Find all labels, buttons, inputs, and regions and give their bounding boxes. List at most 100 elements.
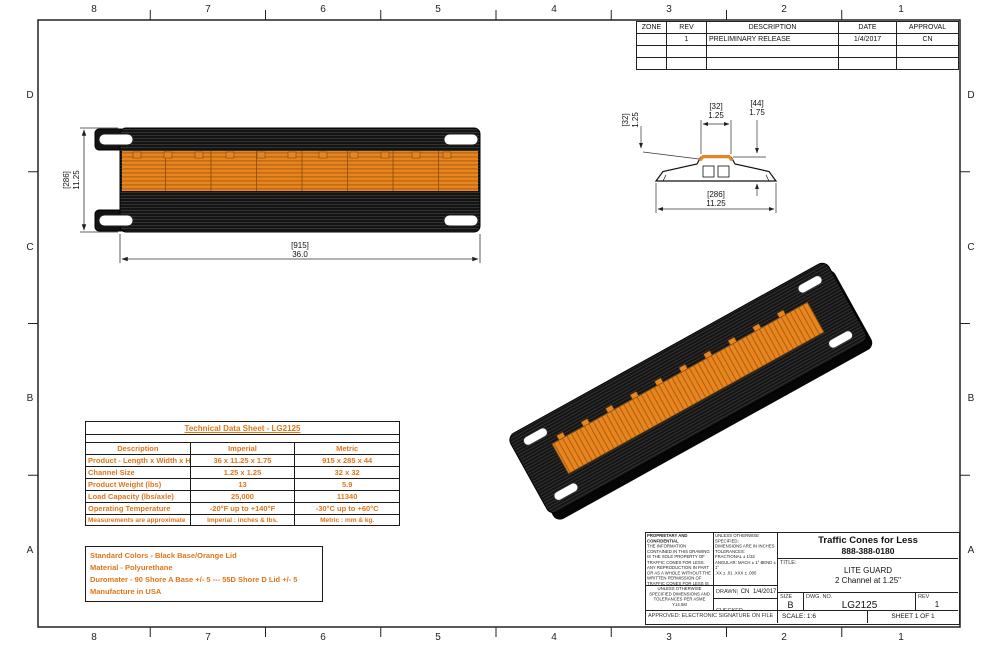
zone-label-right: C: [967, 242, 975, 253]
table-row: Load Capacity (lbs/axle) 25,000 11340: [85, 490, 400, 503]
table-row: Product - Length x Width x Height 36 x 1…: [85, 454, 400, 467]
zone-label-top: 4: [551, 4, 557, 15]
zone-label-right: D: [967, 90, 975, 101]
zone-label-bottom: 3: [666, 632, 672, 643]
zone-label-left: B: [26, 393, 34, 404]
zone-label-top: 3: [666, 4, 672, 15]
checked-label: CHECKED: [716, 607, 743, 611]
rev-header-approval: APPROVAL: [896, 21, 959, 34]
end-view-profile: [654, 156, 778, 182]
end-view-lid: [698, 155, 734, 162]
tech-header-metric: Metric: [294, 442, 400, 455]
drawing-title-line1: LITE GUARD: [843, 566, 892, 576]
rev-empty-row: [636, 57, 959, 70]
proprietary-body: THE INFORMATION CONTAINED IN THIS DRAWIN…: [647, 544, 711, 586]
standards-note-cell: UNLESS OTHERWISE SPECIFIED DIMENSIONS AN…: [646, 586, 714, 611]
drawn-row: DRAWN CN 1/4/2017: [714, 586, 778, 599]
signature-note-cell: APPROVED: ELECTRONIC SIGNATURE ON FILE: [646, 611, 778, 623]
top-view-dimensions: [80, 127, 481, 263]
end-view-detail-lines: [662, 174, 770, 182]
iso-connector-slots: [523, 275, 853, 501]
iso-hinge-tabs: [556, 309, 786, 441]
sheet-value: SHEET 1 OF 1: [891, 613, 935, 620]
rev-cell: REV 1: [916, 593, 958, 610]
rev-value: 1: [934, 600, 940, 610]
zone-label-top: 8: [91, 4, 97, 15]
title-cell: TITLE: LITE GUARD 2 Channel at 1.25": [778, 559, 958, 593]
dim-topview-width-mm: [286]: [62, 171, 71, 189]
note-line: Standard Colors - Black Base/Orange Lid: [90, 551, 237, 560]
company-name: Traffic Cones for Less: [818, 535, 918, 546]
dim-endview-channel-top-in: 1.25: [708, 111, 724, 120]
dim-topview-width-in: 11.25: [72, 170, 81, 190]
zone-label-bottom: 7: [205, 632, 211, 643]
zone-label-bottom: 2: [781, 632, 787, 643]
proprietary-cell: PROPRIETARY AND CONFIDENTIAL THE INFORMA…: [646, 533, 714, 586]
zone-label-bottom: 8: [91, 632, 97, 643]
dim-endview-channel-left-in: 1.25: [631, 112, 640, 128]
size-dwg-rev-row: SIZE B DWG. NO. LG2125 REV 1: [778, 593, 958, 611]
dim-endview-channel-left-mm: [32]: [621, 113, 630, 126]
dwg-no-value: LG2125: [841, 600, 878, 611]
checked-row: CHECKED: [714, 598, 778, 611]
note-line: Material - Polyurethane: [90, 563, 173, 572]
tech-header-description: Description: [85, 442, 191, 455]
dim-endview-width-in: 11.25: [706, 199, 726, 208]
table-row: Product Weight (lbs) 13 5.9: [85, 478, 400, 491]
rev-cell-description: PRELIMINARY RELEASE: [706, 33, 839, 46]
zone-label-top: 6: [320, 4, 326, 15]
table-row: Measurements are approximate Imperial : …: [85, 514, 400, 526]
drawn-by: CN: [740, 588, 750, 595]
size-cell: SIZE B: [778, 593, 804, 610]
rev-empty-row: [636, 45, 959, 58]
top-view: [94, 127, 481, 233]
material-notes-block: Standard Colors - Black Base/Orange Lid …: [85, 546, 323, 602]
zone-label-bottom: 6: [320, 632, 326, 643]
lid-segment-lines: [165, 151, 439, 191]
scale-sheet-row: SCALE: 1:6 SHEET 1 OF 1: [778, 611, 958, 623]
drawn-date: 1/4/2017: [753, 588, 777, 595]
title-block: PROPRIETARY AND CONFIDENTIAL THE INFORMA…: [645, 532, 960, 625]
connector-slots: [98, 133, 479, 227]
zone-label-bottom: 4: [551, 632, 557, 643]
dim-endview-height-mm: [44]: [750, 99, 763, 108]
tech-table-title: Technical Data Sheet - LG2125: [85, 421, 400, 435]
table-row: Channel Size 1.25 x 1.25 32 x 32: [85, 466, 400, 479]
isometric-view: [509, 262, 873, 520]
zone-label-left: C: [26, 242, 34, 253]
tech-table-spacer: [85, 434, 400, 443]
size-value: B: [787, 600, 794, 611]
lid-hinge-tabs: [132, 151, 452, 159]
zone-label-right: B: [967, 393, 975, 404]
dwg-no-cell: DWG. NO. LG2125: [804, 593, 916, 610]
note-line: Duromater - 90 Shore A Base +/- 5 --- 55…: [90, 575, 298, 584]
channel-2: [717, 165, 730, 178]
rev-cell-approval: CN: [896, 33, 959, 46]
scale-value: SCALE: 1:6: [778, 611, 868, 623]
rev-cell-rev: 1: [666, 33, 707, 46]
zone-label-bottom: 1: [898, 632, 904, 643]
zone-label-top: 1: [898, 4, 904, 15]
tech-header-imperial: Imperial: [189, 442, 296, 455]
end-view-dimensions: [639, 120, 777, 213]
technical-data-table: Technical Data Sheet - LG2125 Descriptio…: [85, 421, 400, 526]
rev-header-zone: ZONE: [636, 21, 667, 34]
rev-cell-date: 1/4/2017: [838, 33, 897, 46]
rev-header-date: DATE: [838, 21, 897, 34]
channel-1: [702, 165, 715, 178]
zone-label-top: 7: [205, 4, 211, 15]
title-label: TITLE:: [780, 560, 797, 566]
top-view-lid: [122, 151, 478, 191]
dim-topview-length-mm: [915]: [291, 241, 309, 250]
company-phone: 888-388-0180: [841, 546, 895, 556]
dim-endview-height-in: 1.75: [749, 108, 765, 117]
rev-header-description: DESCRIPTION: [706, 21, 839, 34]
drawing-title-line2: 2 Channel at 1.25": [835, 576, 901, 586]
rev-header-rev: REV: [666, 21, 707, 34]
zone-label-left: A: [26, 545, 34, 556]
tolerance-cell: UNLESS OTHERWISE SPECIFIED: DIMENSIONS A…: [714, 533, 778, 586]
table-row: Operating Temperature -20°F up to +140°F…: [85, 502, 400, 515]
dim-endview-width-mm: [286]: [707, 190, 725, 199]
